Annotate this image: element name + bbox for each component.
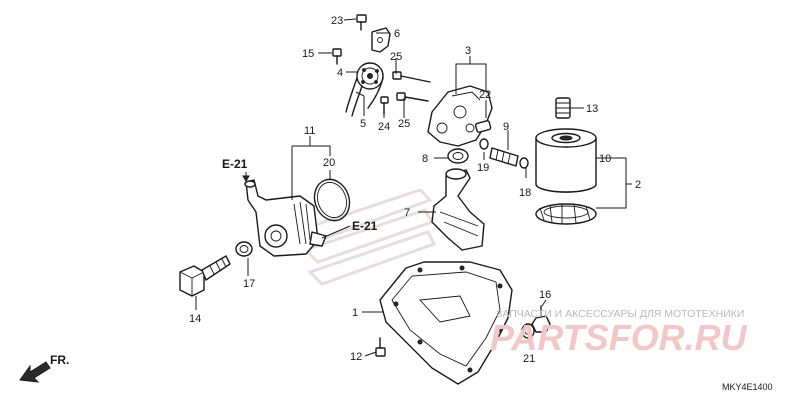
part-3-oil-pump xyxy=(427,85,493,147)
callout-20: 20 xyxy=(323,157,335,169)
callout-18: 18 xyxy=(519,187,531,199)
part-23-bolt xyxy=(356,14,367,31)
callout-1: 1 xyxy=(352,307,358,319)
part-19-o-ring xyxy=(479,138,489,150)
part-16-drain-bolt xyxy=(531,305,551,333)
callout-6: 6 xyxy=(394,28,400,40)
callout-25-lower: 25 xyxy=(398,118,410,130)
part-15-bolt xyxy=(332,48,342,65)
callout-8: 8 xyxy=(422,153,428,165)
part-1-oil-pan xyxy=(379,261,513,385)
callout-7: 7 xyxy=(404,207,410,219)
callout-12: 12 xyxy=(350,351,362,363)
diagram-code: MKY4E1400 xyxy=(722,382,773,392)
callout-23: 23 xyxy=(331,15,343,27)
callout-numbers: 23 6 15 4 5 25 25 24 3 22 8 19 9 18 13 1… xyxy=(189,15,641,365)
part-9-pipe xyxy=(489,147,519,167)
callout-2: 2 xyxy=(635,179,641,191)
callout-10: 10 xyxy=(599,153,611,165)
callout-13: 13 xyxy=(586,103,598,115)
callout-22: 22 xyxy=(479,89,491,101)
part-25-bolt-upper xyxy=(392,71,431,83)
callout-17: 17 xyxy=(243,278,255,290)
part-13-stud xyxy=(555,97,571,119)
callout-5: 5 xyxy=(360,118,366,130)
part-10-oil-filter xyxy=(535,128,597,193)
callout-25-upper: 25 xyxy=(390,51,402,63)
part-8-seal xyxy=(447,148,469,164)
part-14-bolt xyxy=(179,255,231,297)
callout-14: 14 xyxy=(189,313,201,325)
callout-11: 11 xyxy=(304,125,315,137)
reference-e21-top: E-21 xyxy=(222,157,248,171)
callout-16: 16 xyxy=(539,289,551,301)
callout-24: 24 xyxy=(378,121,390,133)
leader-lines xyxy=(195,18,632,357)
part-11-oil-cooler xyxy=(244,179,327,257)
watermark-brand: PARTSFOR.RU xyxy=(490,317,748,358)
part-20-o-ring xyxy=(313,178,351,222)
front-direction-arrow-icon xyxy=(19,361,51,383)
part-7-oil-strainer xyxy=(431,168,485,251)
part-25-bolt-lower xyxy=(396,92,429,102)
callout-19: 19 xyxy=(477,162,489,174)
part-6-bracket xyxy=(371,27,391,53)
callout-4: 4 xyxy=(337,67,343,79)
reference-e21-mid: E-21 xyxy=(352,219,378,233)
watermark-tagline: ЗАПЧАСТИ И АКСЕССУАРЫ ДЛЯ МОТОТЕХНИКИ xyxy=(496,308,744,320)
part-2-filter-housing-ring xyxy=(535,203,597,225)
part-17-washer xyxy=(235,241,253,257)
part-5-chain xyxy=(345,77,384,117)
callout-3: 3 xyxy=(465,45,471,57)
part-12-bolt xyxy=(375,337,386,357)
part-18-o-ring xyxy=(519,157,529,169)
part-4-sprocket xyxy=(356,62,384,90)
front-label: FR. xyxy=(50,353,69,367)
part-21-washer xyxy=(521,323,535,339)
callout-21: 21 xyxy=(523,353,535,365)
callout-15: 15 xyxy=(302,48,314,60)
callout-9: 9 xyxy=(503,121,509,133)
